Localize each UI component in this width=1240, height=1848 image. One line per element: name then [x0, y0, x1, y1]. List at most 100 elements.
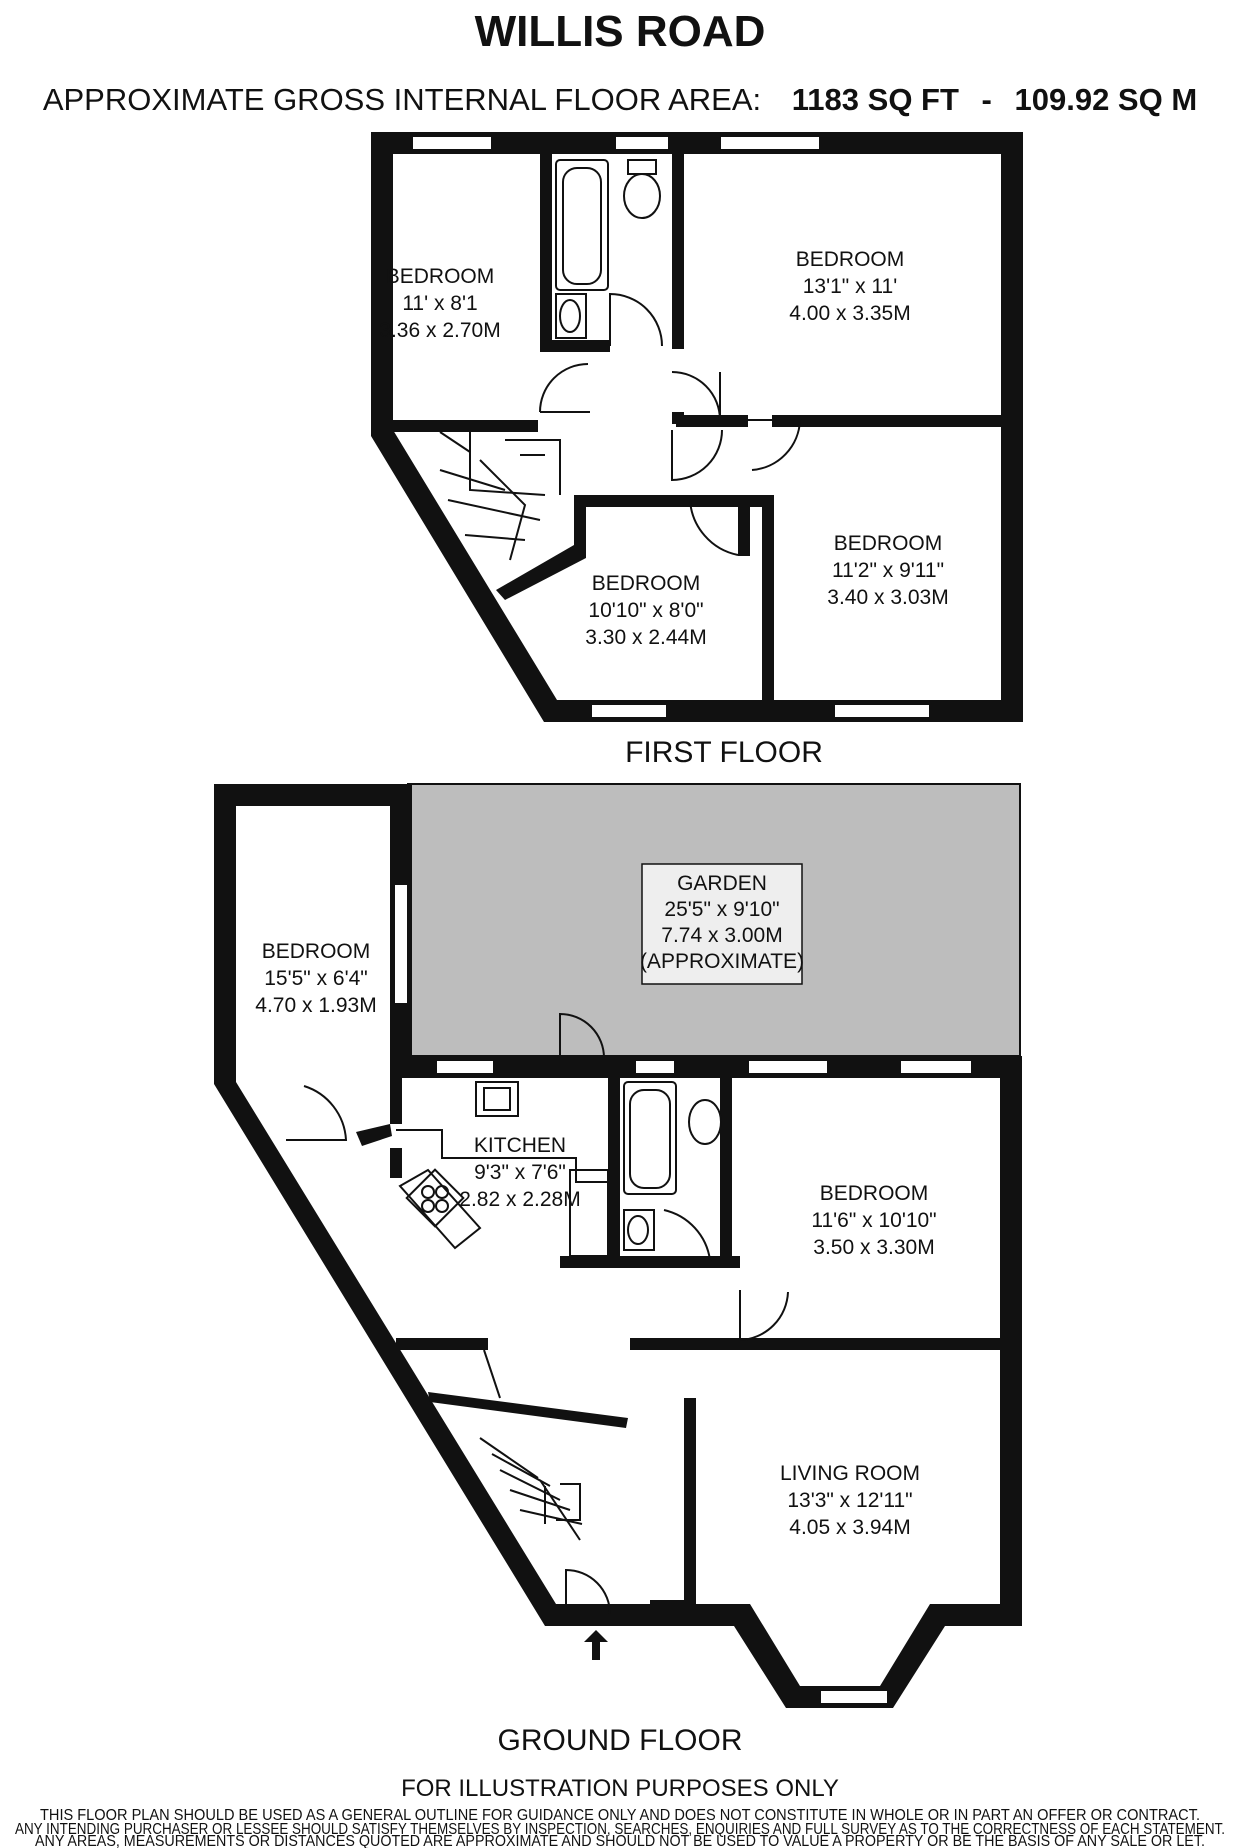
window	[614, 135, 670, 151]
wall	[762, 495, 774, 705]
toilet-icon	[623, 173, 661, 219]
first-floor-plan: BEDROOM 11' x 8'1 3.36 x 2.70M BEDROOM 1…	[371, 132, 1023, 722]
door-swing	[609, 292, 663, 347]
room-dimensions-imperial: 10'10" x 8'0"	[588, 599, 703, 622]
door-swing	[286, 1085, 348, 1141]
room-dimensions-imperial: 11'6" x 10'10"	[811, 1209, 936, 1232]
garden-approx-note: (APPROXIMATE)	[640, 950, 804, 973]
door-swing	[671, 371, 721, 421]
garden-dimensions-metric: 7.74 x 3.00M	[661, 924, 782, 947]
area-separator: -	[982, 82, 992, 117]
staircase-icon	[479, 1349, 583, 1541]
wall	[676, 415, 748, 427]
bathtub-icon	[623, 1081, 677, 1195]
fridge	[569, 1169, 609, 1257]
wall	[630, 1338, 1000, 1350]
entrance-arrow-icon	[584, 1630, 608, 1660]
room-label: BEDROOM	[386, 265, 495, 288]
wall	[560, 1256, 740, 1268]
garden-dimensions-imperial: 25'5" x 9'10"	[664, 898, 779, 921]
wall	[720, 1074, 732, 1268]
wall	[608, 1074, 620, 1268]
sink-icon	[483, 1087, 511, 1111]
room-dimensions-imperial: 9'3" x 7'6"	[474, 1161, 566, 1184]
window	[393, 883, 409, 1005]
room-dimensions-imperial: 13'1" x 11'	[803, 275, 897, 298]
window	[590, 703, 668, 719]
area-summary: APPROXIMATE GROSS INTERNAL FLOOR AREA: 1…	[43, 82, 1197, 117]
hob-icon	[421, 1185, 435, 1199]
window	[719, 135, 821, 151]
toilet-icon	[688, 1099, 722, 1145]
disclaimer-line: THIS FLOOR PLAN SHOULD BE USED AS A GENE…	[40, 1807, 1200, 1824]
door-swing	[650, 1209, 712, 1261]
room-label: BEDROOM	[820, 1182, 929, 1205]
area-sqm: 109.92 SQ M	[1015, 82, 1198, 117]
sink-icon	[559, 299, 581, 333]
hob-icon	[405, 1168, 465, 1228]
door-swing	[689, 499, 739, 556]
hob-icon	[435, 1199, 449, 1213]
door-swing	[739, 1290, 789, 1342]
bathtub-icon	[629, 1089, 671, 1189]
wall	[393, 420, 538, 432]
window	[819, 1689, 889, 1705]
staircase-icon	[439, 431, 561, 561]
bathtub-icon	[555, 159, 609, 291]
door-swing	[671, 429, 723, 482]
toilet-icon	[627, 159, 657, 175]
room-label: BEDROOM	[796, 248, 905, 271]
room-dimensions-metric: 3.36 x 2.70M	[379, 319, 500, 342]
garden-name: GARDEN	[677, 872, 767, 895]
wall	[396, 1338, 488, 1350]
wall	[574, 495, 586, 555]
room-label: BEDROOM	[834, 532, 943, 555]
ground-floor-label: GROUND FLOOR	[497, 1724, 742, 1757]
room-dimensions-imperial: 11'2" x 9'11"	[832, 559, 944, 582]
area-sqft: 1183 SQ FT	[792, 82, 959, 117]
room-dimensions-metric: 4.05 x 3.94M	[789, 1516, 910, 1539]
window	[899, 1059, 973, 1075]
hob-icon	[435, 1185, 449, 1199]
room-dimensions-metric: 3.30 x 2.44M	[585, 626, 706, 649]
disclaimer-line: ANY INTENDING PURCHASER OR LESSEE SHOULD…	[15, 1821, 1225, 1838]
window	[634, 1059, 676, 1075]
first-floor-label: FIRST FLOOR	[625, 736, 823, 769]
illustration-note: FOR ILLUSTRATION PURPOSES ONLY	[401, 1775, 839, 1802]
wall	[540, 340, 610, 352]
door-swing	[539, 363, 590, 413]
room-label: LIVING ROOM	[780, 1462, 920, 1485]
garden-label-box	[641, 863, 803, 985]
room-label: BEDROOM	[592, 572, 701, 595]
wall	[684, 1398, 696, 1626]
wall	[672, 154, 684, 349]
wall	[650, 1600, 696, 1624]
window	[411, 135, 493, 151]
wall	[738, 498, 750, 556]
room-dimensions-metric: 4.00 x 3.35M	[789, 302, 910, 325]
sink-icon	[623, 1209, 655, 1251]
wall	[496, 545, 586, 600]
room-dimensions-metric: 2.82 x 2.28M	[459, 1188, 580, 1211]
room-label: KITCHEN	[474, 1134, 566, 1157]
wall	[772, 415, 1001, 427]
wall	[574, 495, 774, 507]
window	[747, 1059, 829, 1075]
wall	[390, 1074, 402, 1124]
wall	[390, 1148, 402, 1178]
room-dimensions-metric: 4.70 x 1.93M	[255, 994, 376, 1017]
room-dimensions-metric: 3.50 x 3.30M	[813, 1236, 934, 1259]
wall	[428, 1392, 628, 1428]
room-label: BEDROOM	[262, 940, 371, 963]
sink-icon	[627, 1215, 649, 1245]
kitchen-counter	[396, 1129, 610, 1183]
sink-icon	[555, 293, 587, 339]
door-swing	[559, 1012, 605, 1059]
counter	[398, 1168, 482, 1250]
room-dimensions-imperial: 13'3" x 12'11"	[787, 1489, 912, 1512]
disclaimer-line: ANY AREAS, MEASUREMENTS OR DISTANCES QUO…	[35, 1833, 1205, 1848]
bathtub-icon	[562, 167, 602, 285]
wall	[540, 154, 552, 349]
window	[833, 703, 931, 719]
